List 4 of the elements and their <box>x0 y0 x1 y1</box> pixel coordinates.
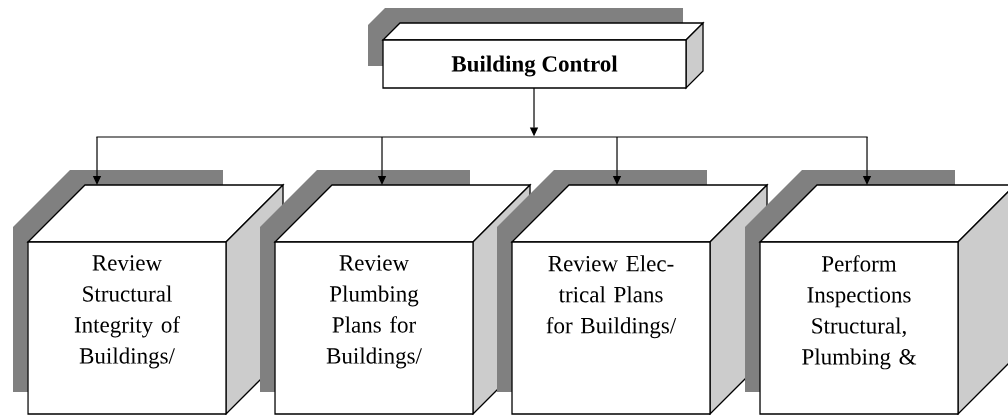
cube-box: Review Structural Integrity of Buildings/ <box>13 170 285 415</box>
cube-box: Perform Inspections Structural, Plumbing & <box>745 170 1008 415</box>
cube-box: Review Plumbing Plans for Buildings/ <box>260 170 532 415</box>
cube-box: Review Elec- trical Plans for Buildings/ <box>497 170 769 415</box>
